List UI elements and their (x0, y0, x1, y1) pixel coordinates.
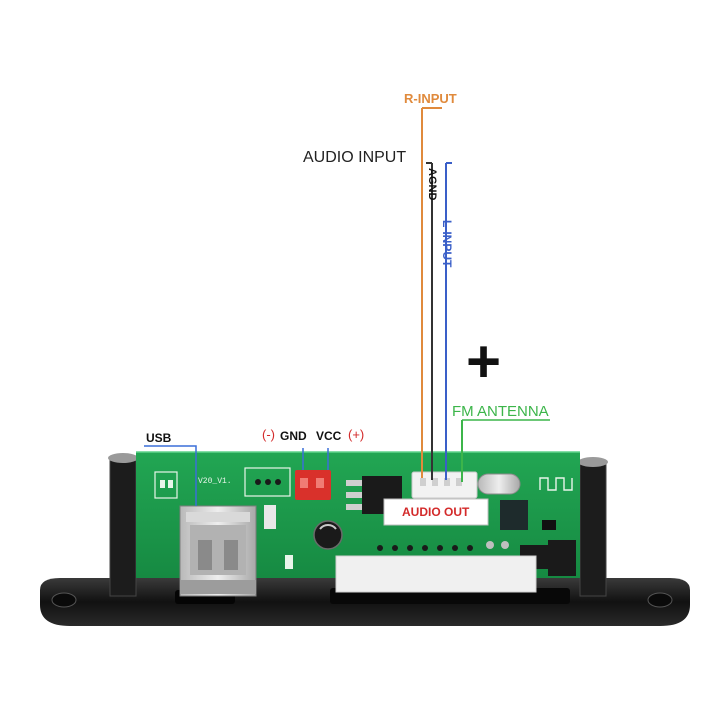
usb-label: USB (146, 431, 172, 445)
display-ribbon (335, 555, 537, 593)
audio-input-label: AUDIO INPUT (303, 149, 407, 166)
gnd-minus-label: (-) (262, 427, 275, 442)
pin-header (377, 545, 473, 551)
agnd-label: AGND (426, 168, 438, 201)
panel-screw-hole-right (647, 592, 673, 608)
bluetooth-chip (500, 500, 528, 530)
gnd-label: GND (280, 429, 307, 443)
usb-port (179, 505, 257, 597)
audio-out-label: AUDIO OUT (402, 505, 470, 519)
usb-pointer-line (144, 445, 197, 506)
plus-sign: + (466, 328, 502, 395)
bracket-right (579, 461, 607, 597)
r-input-label: R-INPUT (404, 91, 457, 106)
audio-out-box (383, 498, 489, 526)
l-input-label: L-INPUT (440, 220, 454, 268)
board-version-label: V20_V1. (198, 477, 232, 486)
crystal (477, 473, 521, 495)
fm-antenna-label: FM ANTENNA (452, 403, 549, 420)
pcb-antenna-trace (539, 477, 573, 491)
panel-screw-hole-left (51, 592, 77, 608)
vcc-plus-label: (+) (348, 427, 365, 442)
bracket-left (109, 457, 137, 597)
power-connector (295, 470, 331, 500)
vcc-label: VCC (316, 429, 342, 443)
